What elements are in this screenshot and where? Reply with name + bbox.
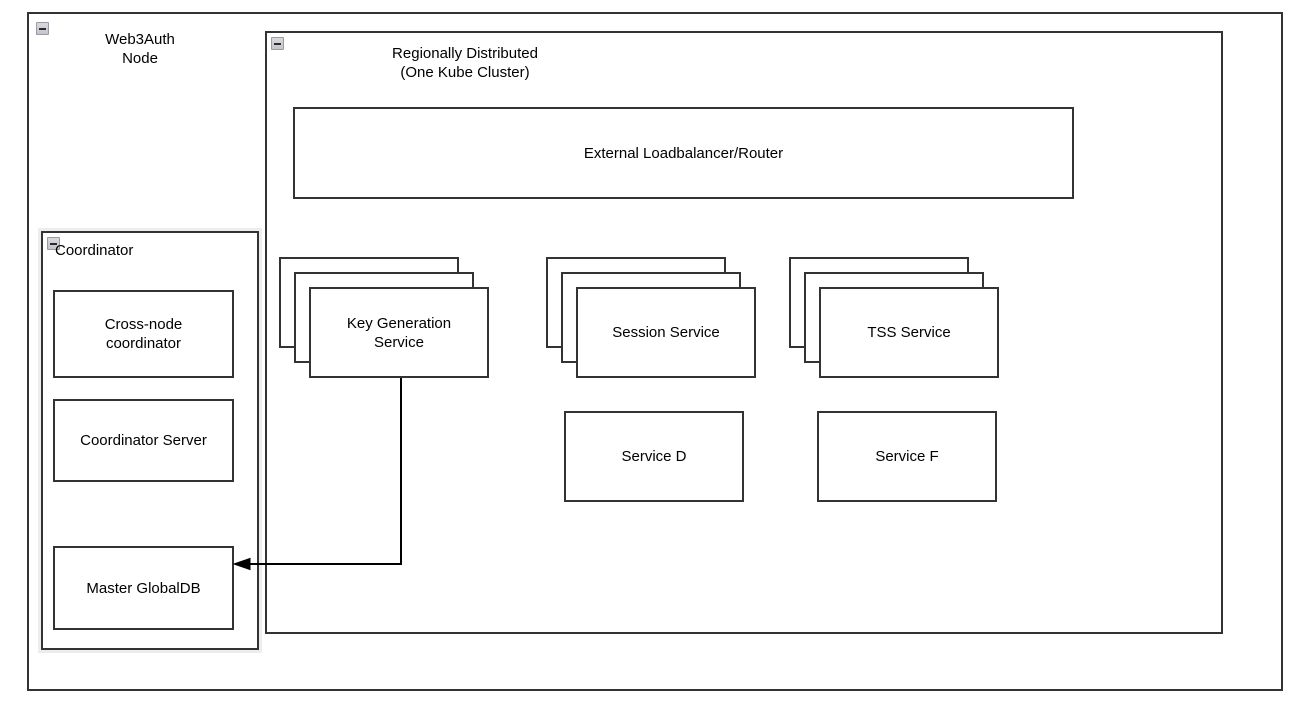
box-key-generation-service[interactable] — [309, 287, 489, 378]
box-external-loadbalancer[interactable] — [293, 107, 1074, 199]
collapse-minus-icon-coordinator[interactable] — [47, 237, 60, 250]
box-service-d[interactable] — [564, 411, 744, 502]
box-cross-node-coordinator[interactable] — [53, 290, 234, 378]
collapse-minus-icon-node[interactable] — [36, 22, 49, 35]
box-session-service[interactable] — [576, 287, 756, 378]
box-tss-service[interactable] — [819, 287, 999, 378]
collapse-minus-icon-region[interactable] — [271, 37, 284, 50]
box-service-f[interactable] — [817, 411, 997, 502]
box-coordinator-server[interactable] — [53, 399, 234, 482]
box-master-globaldb[interactable] — [53, 546, 234, 630]
